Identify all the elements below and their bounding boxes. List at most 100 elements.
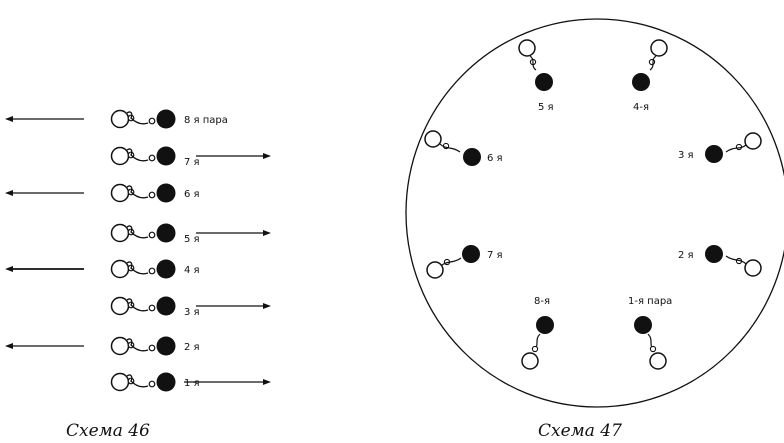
row-4: 5 я — [110, 223, 271, 245]
arm-link — [649, 55, 657, 71]
hand-joint — [148, 344, 156, 352]
row-8: 1 я — [110, 372, 271, 392]
pair-label: 3 я — [678, 150, 694, 161]
partner-filled-circle — [156, 223, 176, 243]
dance-circle — [405, 18, 784, 408]
partner-filled-circle — [705, 245, 723, 263]
hand-joint — [531, 345, 539, 353]
pair-5: 5 я — [518, 39, 554, 113]
pair-2: 2 я — [678, 245, 762, 277]
arrowhead — [263, 153, 271, 159]
hand-joint — [148, 380, 156, 388]
arm-link — [725, 144, 747, 153]
dancer-pair — [110, 336, 176, 356]
scheme-47: 5 я 4-я 6 я 3 я 7 я — [405, 18, 784, 441]
pair-label: 7 я — [184, 157, 200, 168]
partner-open-circle — [744, 259, 762, 277]
arrowhead — [263, 303, 271, 309]
pair-label: 2 я — [678, 250, 694, 261]
partner-filled-circle — [156, 372, 176, 392]
arm-link — [725, 255, 747, 265]
partner-open-circle — [110, 336, 130, 356]
caption-scheme-46: Схема 46 — [66, 421, 150, 441]
pair-label: 2 я — [184, 342, 200, 353]
hand-joint — [148, 154, 156, 162]
arm-link — [126, 185, 149, 199]
partner-open-circle — [518, 39, 536, 57]
partner-open-circle — [110, 372, 130, 392]
pair-1: 1-я пара — [628, 296, 672, 370]
pair-label: 8 я пара — [184, 115, 228, 126]
row-2: 7 я — [110, 146, 271, 168]
scheme-46: 8 я пара 7 я 6 я — [5, 109, 271, 441]
pair-8: 8-я — [521, 296, 554, 370]
dancer-pair — [110, 109, 176, 129]
arm-link — [126, 225, 149, 239]
partner-filled-circle — [156, 146, 176, 166]
dancer-pair — [110, 296, 176, 316]
partner-filled-circle — [705, 145, 723, 163]
arrowhead — [263, 230, 271, 236]
arm-link — [126, 374, 149, 388]
partner-filled-circle — [535, 73, 553, 91]
arm-link — [126, 261, 149, 275]
partner-open-circle — [110, 296, 130, 316]
pair-label: 4 я — [184, 265, 200, 276]
hand-joint — [148, 231, 156, 239]
hand-joint — [148, 304, 156, 312]
hand-joint — [649, 345, 657, 353]
dancer-pair — [110, 259, 176, 279]
arm-link — [440, 257, 462, 267]
dancer-pair — [110, 146, 176, 166]
arm-link — [126, 338, 149, 352]
arm-link — [126, 298, 149, 312]
arrowhead — [5, 190, 13, 196]
arm-link — [126, 111, 149, 125]
pair-label: 6 я — [184, 189, 200, 200]
partner-filled-circle — [156, 183, 176, 203]
row-6: 3 я — [110, 296, 271, 318]
partner-open-circle — [521, 352, 539, 370]
row-1: 8 я пара — [5, 109, 228, 129]
caption-scheme-47: Схема 47 — [538, 421, 622, 441]
row-3: 6 я — [5, 183, 200, 203]
pair-6: 6 я — [424, 130, 503, 166]
hand-joint — [148, 267, 156, 275]
hand-joint — [148, 117, 156, 125]
dancer-pair — [110, 223, 176, 243]
partner-open-circle — [110, 183, 130, 203]
pair-label: 7 я — [487, 250, 503, 261]
dancer-pair — [110, 372, 176, 392]
hand-joint — [148, 191, 156, 199]
partner-open-circle — [744, 132, 762, 150]
pair-4: 4-я — [632, 39, 668, 113]
partner-filled-circle — [156, 259, 176, 279]
partner-filled-circle — [463, 148, 481, 166]
partner-open-circle — [650, 39, 668, 57]
partner-filled-circle — [156, 296, 176, 316]
partner-open-circle — [110, 146, 130, 166]
pair-3: 3 я — [678, 132, 762, 163]
pair-label: 1-я пара — [628, 296, 672, 307]
partner-filled-circle — [632, 73, 650, 91]
arrowhead — [5, 266, 13, 272]
pair-label: 6 я — [487, 153, 503, 164]
arm-link — [126, 148, 149, 162]
partner-filled-circle — [536, 316, 554, 334]
row-7: 2 я — [5, 336, 200, 356]
pair-7: 7 я — [426, 245, 503, 279]
partner-filled-circle — [156, 109, 176, 129]
partner-open-circle — [110, 223, 130, 243]
pair-label: 4-я — [633, 102, 649, 113]
dancer-pair — [110, 183, 176, 203]
partner-filled-circle — [634, 316, 652, 334]
arm-link — [439, 143, 461, 153]
arrowhead — [5, 116, 13, 122]
partner-open-circle — [424, 130, 442, 148]
pair-label: 8-я — [534, 296, 550, 307]
partner-open-circle — [110, 259, 130, 279]
pair-label: 5 я — [538, 102, 554, 113]
arrowhead — [5, 343, 13, 349]
partner-filled-circle — [462, 245, 480, 263]
